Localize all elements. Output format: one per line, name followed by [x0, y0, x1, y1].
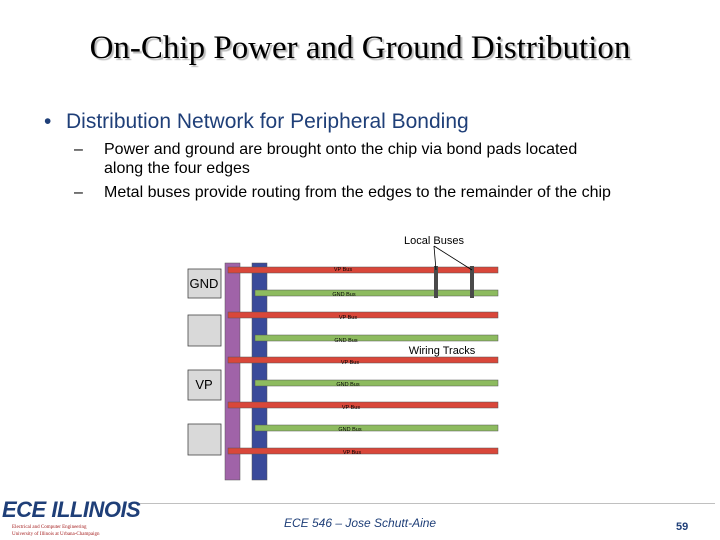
footer-course-author: ECE 546 – Jose Schutt-Aine [284, 516, 437, 530]
bus-group [227, 266, 499, 455]
sub-bullet-2-line1: Metal buses provide routing from the edg… [104, 184, 611, 201]
sub-bullet-dash: – [74, 141, 83, 158]
page-number: 59 [676, 521, 689, 533]
vp-bus [227, 311, 499, 319]
bullet-dot: • [44, 110, 52, 133]
bus-label: VP Bus [341, 360, 359, 366]
main-bullet: • Distribution Network for Peripheral Bon… [44, 110, 469, 134]
footer-divider [128, 503, 715, 504]
local-bus-pointer [433, 245, 437, 271]
sub-bullet-dash: – [74, 184, 83, 201]
logo-university-line: University of Illinois at Urbana-Champai… [12, 532, 100, 537]
bus-label: GND Bus [338, 427, 361, 433]
bus-label: GND Bus [334, 338, 357, 344]
local-bus [434, 266, 438, 298]
bus-label: VP Bus [342, 405, 360, 411]
gnd-bus [254, 424, 499, 432]
logo-dept-line: Electrical and Computer Engineering [12, 525, 87, 530]
local-bus [470, 266, 474, 298]
bond-pad [187, 314, 222, 347]
gnd-bus [254, 379, 499, 387]
bond-pad [187, 423, 222, 456]
vp-bus [227, 356, 499, 364]
main-bullet-text: Distribution Network for Peripheral Bond… [66, 110, 469, 133]
local-bus-pointer [433, 245, 473, 271]
bus-label: GND Bus [332, 292, 355, 298]
ece-illinois-logo: ECE ILLINOIS Electrical and Computer Eng… [2, 497, 141, 540]
local-buses-label: Local Buses [404, 235, 464, 247]
vp-bus [227, 447, 499, 455]
vp-bus [227, 266, 499, 274]
logo-wordmark: ECE ILLINOIS [2, 497, 141, 522]
bus-label: VP Bus [339, 315, 357, 321]
slide-title: On-Chip Power and Ground Distribution [89, 30, 631, 66]
vp-rail [224, 262, 241, 481]
wiring-tracks-label: Wiring Tracks [409, 345, 476, 357]
sub-bullet-1-line2: along the four edges [104, 160, 250, 177]
gnd-pad-label: GND [190, 276, 219, 291]
gnd-bus [254, 334, 499, 342]
gnd-bus [254, 289, 499, 297]
vp-bond-pad [187, 369, 222, 401]
gnd-bond-pad [187, 268, 222, 299]
vp-pad-label: VP [195, 377, 212, 392]
bus-label: GND Bus [336, 382, 359, 388]
vp-bus [227, 401, 499, 409]
sub-bullet-1-line1: Power and ground are brought onto the ch… [104, 141, 578, 158]
bus-label: VP Bus [343, 450, 361, 456]
bus-label: VP Bus [334, 267, 352, 273]
